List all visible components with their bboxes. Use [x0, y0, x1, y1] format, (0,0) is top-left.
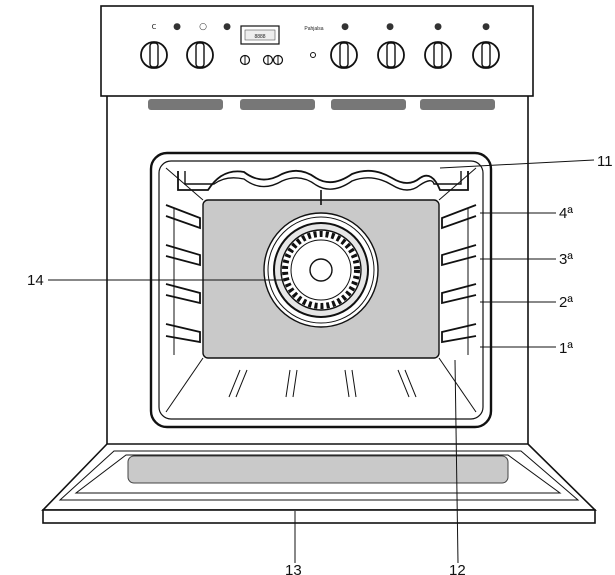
control-panel: c ● ○ ● ● ● ● ● Pahjalsa 8888	[100, 5, 534, 110]
door-window	[127, 455, 509, 484]
knob-mark: ●	[482, 22, 490, 32]
callout-door: 13	[285, 562, 302, 575]
knob-mark: ●	[341, 22, 349, 32]
knob[interactable]	[424, 41, 452, 69]
vent-slot	[240, 99, 315, 110]
knob-mark: ○	[199, 22, 207, 32]
knob[interactable]	[330, 41, 358, 69]
callout-shelf-support: 12	[449, 562, 466, 575]
grill-element	[177, 169, 469, 205]
callout-lines	[48, 159, 595, 564]
brand-label: Pahjalsa	[304, 26, 323, 32]
callout-shelf-1: 1ª	[559, 340, 573, 357]
vent-slot	[420, 99, 495, 110]
shelf-supports-right	[441, 204, 477, 355]
callout-shelf-3: 3ª	[559, 251, 573, 268]
vent-slot	[148, 99, 223, 110]
knob-mark: ●	[223, 22, 231, 32]
callout-oven-light: 11	[597, 153, 613, 170]
knob-mark: ●	[434, 22, 442, 32]
knob[interactable]	[186, 41, 214, 69]
callout-shelf-2: 2ª	[559, 294, 573, 311]
knob[interactable]	[140, 41, 168, 69]
knob-mark: c	[152, 22, 157, 32]
clock-display-digits: 8888	[254, 34, 265, 40]
knob-mark: ●	[173, 22, 181, 32]
shelf-supports-left	[165, 204, 201, 355]
knob[interactable]	[472, 41, 500, 69]
oven-body	[106, 96, 529, 444]
callout-fan: 14	[27, 272, 44, 289]
knob-mark: ●	[386, 22, 394, 32]
indicator-light	[310, 52, 316, 58]
oven-door	[41, 443, 597, 524]
callout-shelf-4: 4ª	[559, 205, 573, 222]
convection-fan	[263, 212, 379, 328]
vent-slot	[331, 99, 406, 110]
knob[interactable]	[377, 41, 405, 69]
